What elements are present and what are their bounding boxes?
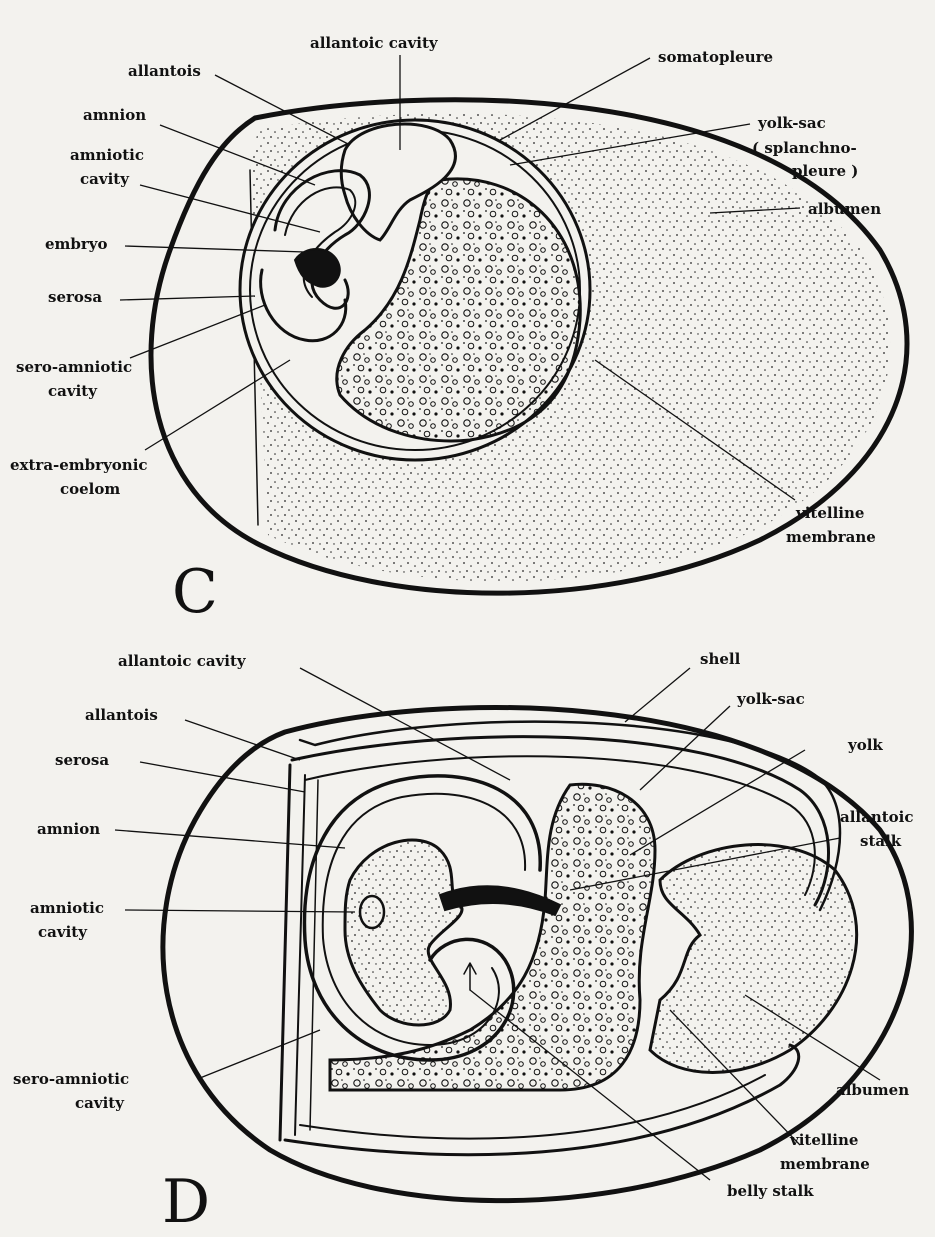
label-d-yolk: yolk: [847, 736, 883, 754]
label-c-amniotic-1: amniotic: [70, 146, 144, 164]
panel-d-left-wall: [280, 765, 290, 1140]
panel-d-embryo: [345, 840, 462, 1025]
label-d-amniotic-1: amniotic: [30, 899, 104, 917]
panel-d-belly-stalk-arrow: [464, 963, 476, 990]
label-c-somatopleure: somatopleure: [658, 48, 773, 66]
label-c-embryo: embryo: [45, 235, 108, 253]
panel-d-albumen: [650, 845, 857, 1073]
label-c-allantois: allantois: [128, 62, 201, 80]
label-c-amniotic-2: cavity: [80, 170, 130, 188]
label-d-belly-stalk: belly stalk: [727, 1182, 814, 1200]
label-d-amnion: amnion: [37, 820, 100, 838]
label-d-serosa: serosa: [55, 751, 109, 769]
panel-d: [163, 708, 911, 1201]
panel-d-left-wall-inner: [295, 775, 305, 1135]
panel-d-letter: D: [162, 1167, 210, 1237]
label-c-splanchnopleure-1: ( splanchno-: [752, 139, 857, 157]
panel-c-letter: C: [172, 557, 218, 627]
label-c-allantoic-cavity: allantoic cavity: [310, 34, 439, 52]
label-d-allantois: allantois: [85, 706, 158, 724]
label-d-sero-amniotic-1: sero-amniotic: [13, 1070, 129, 1088]
label-d-allantoic-cavity: allantoic cavity: [118, 652, 247, 670]
label-c-amnion: amnion: [83, 106, 146, 124]
label-c-albumen: albumen: [808, 200, 881, 218]
label-c-extra-embryonic-1: extra-embryonic: [10, 456, 148, 474]
label-c-splanchnopleure-2: pleure ): [792, 162, 858, 180]
label-d-allantoic-stalk-2: stalk: [860, 832, 902, 850]
label-c-sero-amniotic-2: cavity: [48, 382, 98, 400]
label-c-vitelline-2: membrane: [786, 528, 876, 546]
label-d-sero-amniotic-2: cavity: [75, 1094, 125, 1112]
label-c-serosa: serosa: [48, 288, 102, 306]
label-c-yolk-sac: yolk-sac: [757, 114, 826, 132]
label-d-shell: shell: [700, 650, 741, 668]
label-d-vitelline-2: membrane: [780, 1155, 870, 1173]
label-c-sero-amniotic-1: sero-amniotic: [16, 358, 132, 376]
label-d-vitelline-1: vitelline: [789, 1131, 858, 1149]
label-d-amniotic-2: cavity: [38, 923, 88, 941]
label-c-extra-embryonic-2: coelom: [60, 480, 120, 498]
label-d-albumen: albumen: [836, 1081, 909, 1099]
panel-d-left-wall-inner2: [310, 780, 318, 1130]
label-c-vitelline-1: vitelline: [795, 504, 864, 522]
label-d-allantoic-stalk-1: allantoic: [840, 808, 914, 826]
label-d-yolk-sac: yolk-sac: [736, 690, 805, 708]
